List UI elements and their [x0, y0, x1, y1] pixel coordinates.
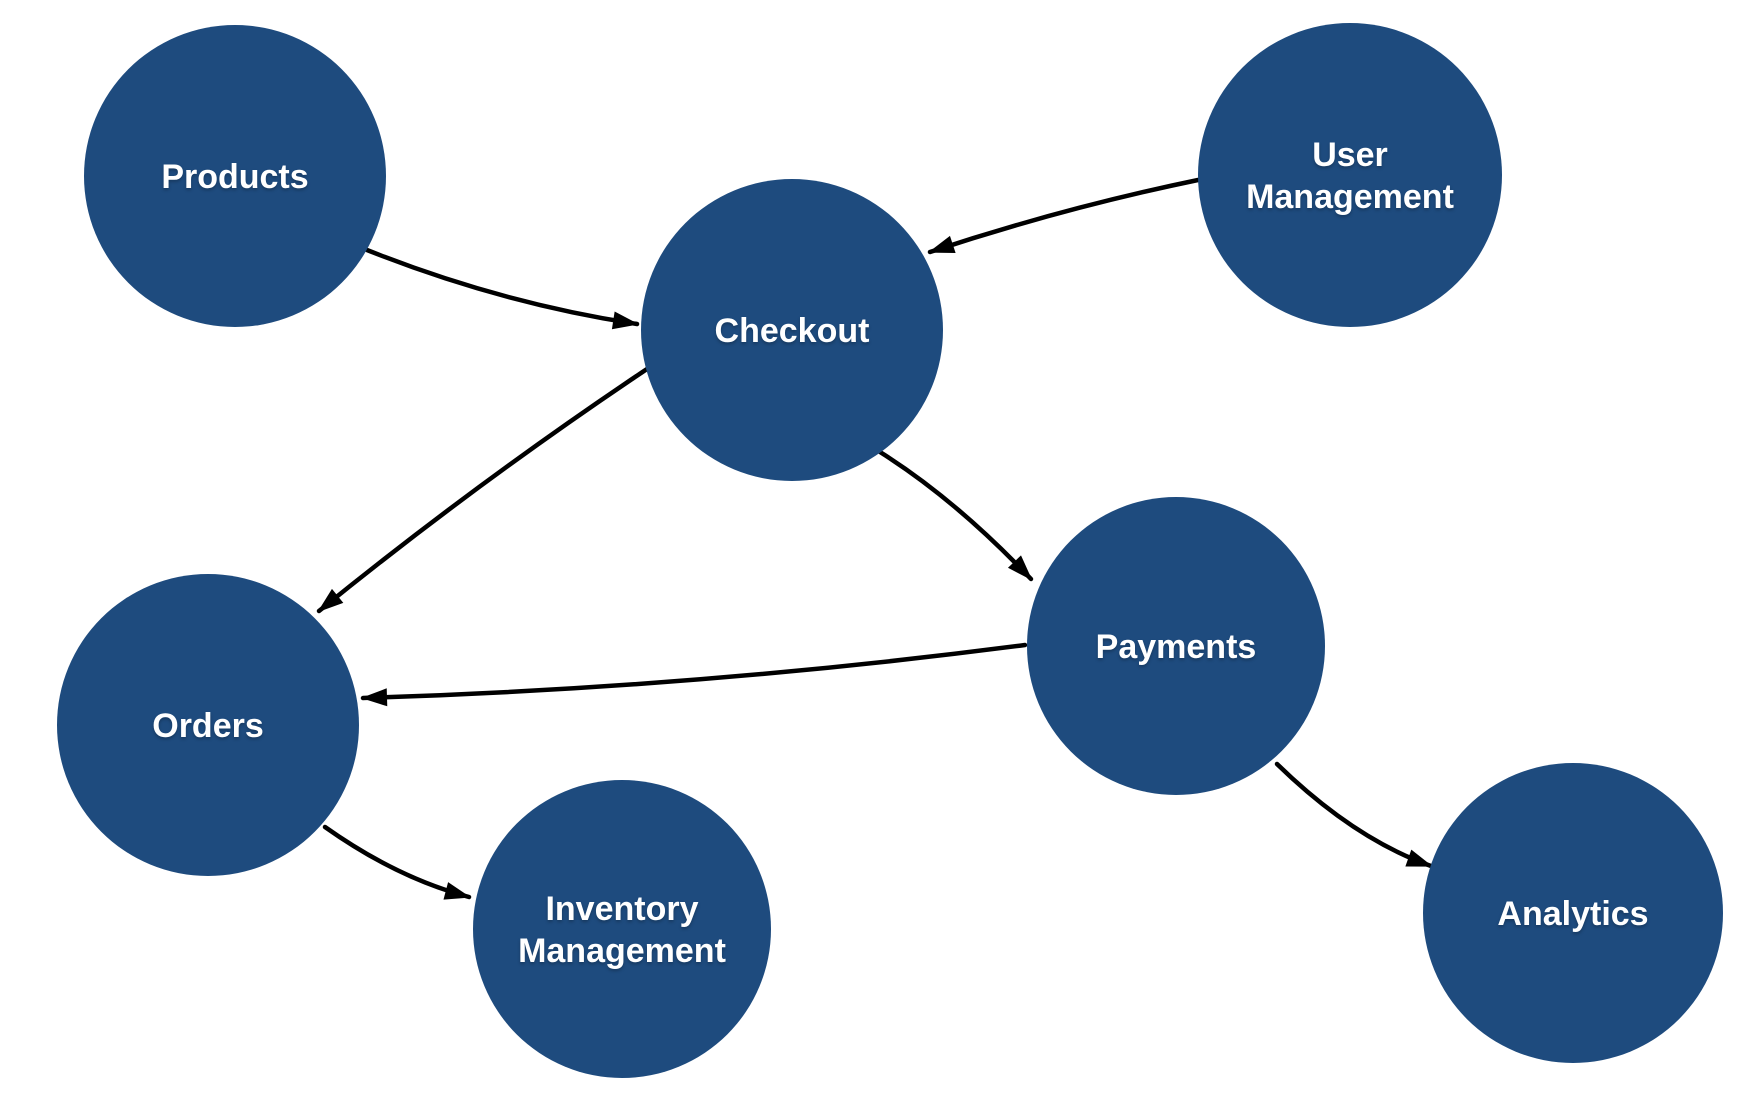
node-circle-inventory-management[interactable]: [473, 780, 771, 1078]
node-orders[interactable]: Orders: [57, 574, 359, 876]
node-circle-products[interactable]: [84, 25, 386, 327]
edge-payments-to-analytics: [1274, 761, 1434, 869]
edge-layer: [316, 177, 1434, 900]
node-label-orders: Orders: [152, 707, 264, 745]
node-checkout[interactable]: Checkout: [641, 179, 943, 481]
node-circle-orders[interactable]: [57, 574, 359, 876]
node-label-products: Products: [161, 158, 308, 196]
edge-checkout-to-payments: [877, 449, 1034, 582]
node-products[interactable]: Products: [84, 25, 386, 327]
node-label-payments: Payments: [1096, 628, 1257, 666]
edge-products-to-checkout: [364, 247, 640, 330]
node-analytics[interactable]: Analytics: [1423, 763, 1723, 1063]
node-payments[interactable]: Payments: [1027, 497, 1325, 795]
node-circle-checkout[interactable]: [641, 179, 943, 481]
node-circle-user-management[interactable]: [1198, 23, 1502, 327]
edge-payments-to-orders: [360, 642, 1028, 707]
edge-orders-to-inventory-management: [322, 824, 472, 900]
edge-checkout-to-orders: [316, 366, 650, 614]
node-label-analytics: Analytics: [1497, 895, 1648, 933]
node-circle-analytics[interactable]: [1423, 763, 1723, 1063]
edge-user-management-to-checkout: [927, 177, 1201, 255]
node-label-checkout: Checkout: [715, 312, 870, 350]
node-circle-payments[interactable]: [1027, 497, 1325, 795]
